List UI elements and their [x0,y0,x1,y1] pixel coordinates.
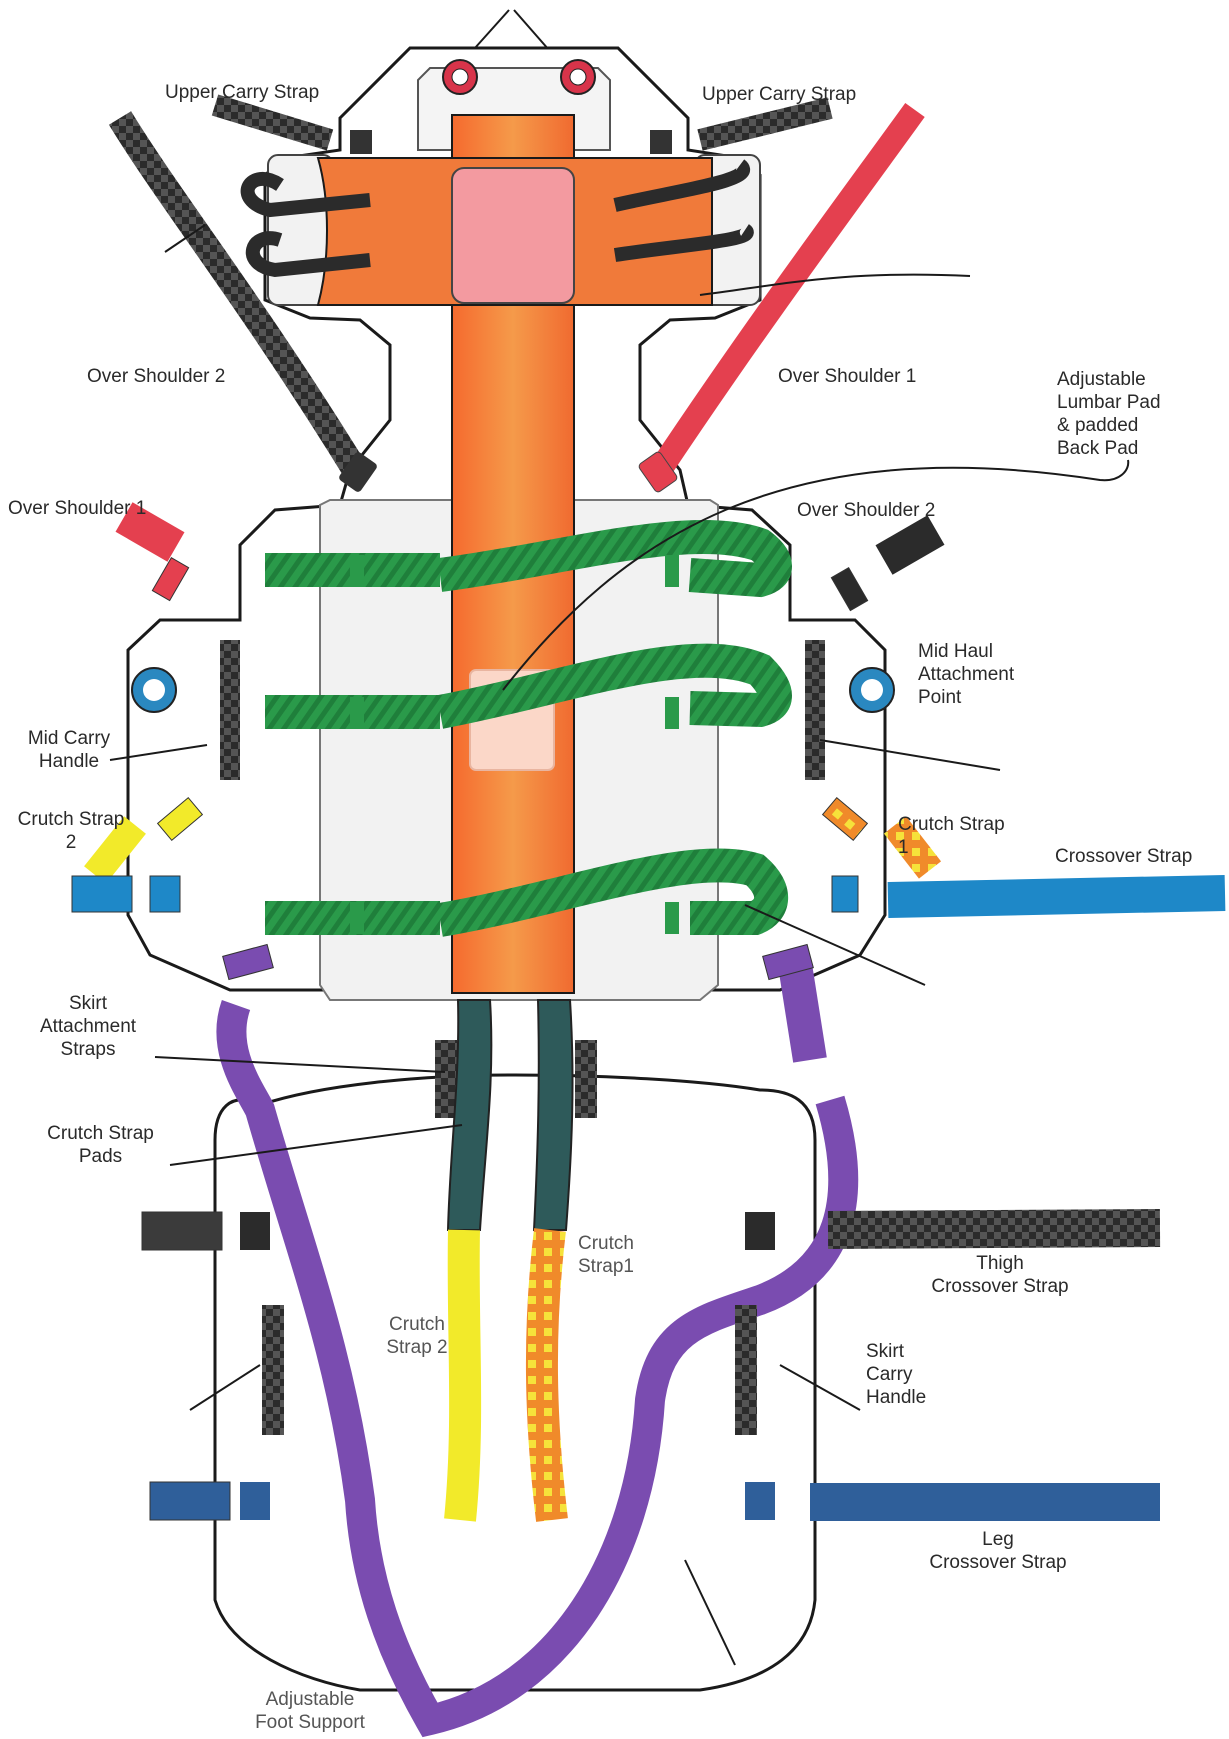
label-adjustable-foot-support: Adjustable Foot Support [245,1688,375,1734]
skirt-carry-handle-left [262,1305,284,1435]
upper-carry-strap-right [700,108,830,140]
thigh-strap-left-tab [142,1212,222,1250]
crutch-strap-2-lower [460,1230,465,1520]
skirt-carry-handle-right [735,1305,757,1435]
label-over-shoulder-1-upper: Over Shoulder 1 [778,365,916,388]
leg-strap-left-tab [150,1482,230,1520]
label-mid-haul-attachment-point: Mid Haul Attachment Point [918,640,1014,709]
label-upper-carry-strap-right: Upper Carry Strap [702,83,856,106]
label-upper-carry-strap-left: Upper Carry Strap [165,81,319,104]
label-skirt-carry-handle: Skirt Carry Handle [866,1340,926,1409]
upper-carry-buckle-left [350,130,372,154]
label-crutch-strap-2-upper: Crutch Strap 2 [2,808,140,854]
label-over-shoulder-2-upper: Over Shoulder 2 [87,365,225,388]
upper-carry-buckle-right [650,130,672,154]
crutch-strap-1-lower [542,1230,552,1520]
skirt-attach-buckle-right [575,1040,597,1118]
crossover-strap-left-tab [72,876,132,912]
mid-carry-handle-left [220,640,240,780]
label-over-shoulder-2-lower: Over Shoulder 2 [797,499,935,522]
crutch-strap-pad-right [534,1000,573,1230]
head-pad [452,168,574,303]
label-mid-carry-handle: Mid Carry Handle [14,727,124,773]
label-skirt-attachment-straps: Skirt Attachment Straps [28,992,148,1061]
label-crutch-strap1-lower: Crutch Strap1 [578,1232,634,1278]
label-thigh-crossover-strap: Thigh Crossover Strap [890,1252,1110,1298]
upper-carry-strap-left [215,105,330,140]
skirt-attach-buckle-left [435,1040,457,1118]
label-adjustable-lumbar-pad: Adjustable Lumbar Pad & padded Back Pad [1057,368,1161,460]
crossover-strap [888,893,1225,900]
over-shoulder-2-lower-buckle [876,515,945,574]
label-crutch-strap-1-upper: Crutch Strap 1 [898,813,1005,859]
skirt-outline [215,1075,815,1690]
label-leg-crossover-strap: Leg Crossover Strap [888,1528,1108,1574]
mid-carry-handle-right [805,640,825,780]
label-over-shoulder-1-lower: Over Shoulder 1 [8,497,146,520]
label-crossover-strap: Crossover Strap [1055,845,1192,868]
thigh-crossover-strap [828,1228,1160,1230]
label-crutch-strap-pads: Crutch Strap Pads [38,1122,163,1168]
label-crutch-strap-2-lower: Crutch Strap 2 [372,1313,462,1359]
